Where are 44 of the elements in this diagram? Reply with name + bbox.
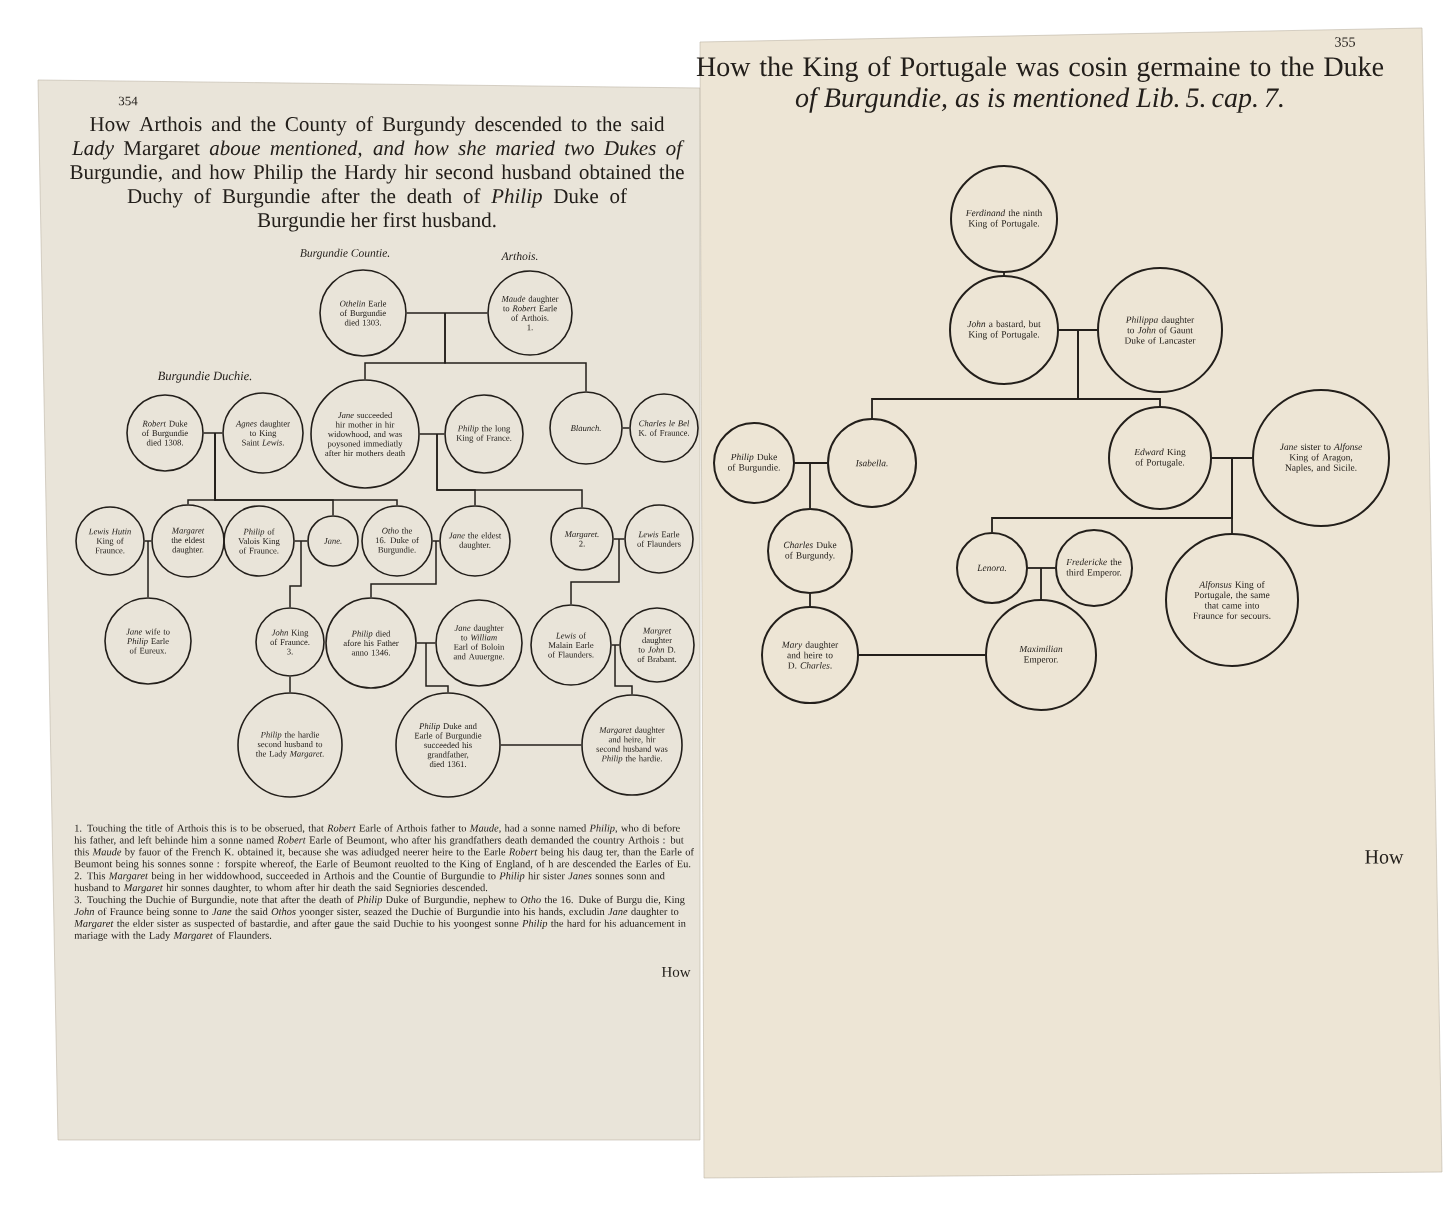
connector-line (416, 642, 436, 644)
connector-line (406, 312, 488, 314)
connector-line (432, 540, 440, 542)
connector-line (809, 593, 811, 607)
connector-line (794, 462, 828, 464)
connector-line (294, 540, 308, 542)
connector-line (1231, 457, 1233, 534)
footnote: 1. Touching the title of Arthois this is to be obserued, that Robert Earle of Arthois father to Maude, had a sonne named Philip, who di before his father, and left behinde him a sonne named Robert Earle of Beumont, who after his grandfathers death demanded the country Arthois : but this Maude by fauor of the French K. obtained it, because she was adiudged neerer heire to the Earle Robert being his daug ter, than the Earle of Beumont being his sonnes sonne : forspite whereof, the Earle of Beumont reuolted to the King of England, of h are descended the Earles of Eu. (74, 824, 694, 870)
page-number: 354 (118, 96, 138, 106)
connector-line (425, 642, 449, 693)
connector-line (1058, 329, 1098, 331)
catchword: How (661, 967, 691, 977)
connector-line (1003, 272, 1005, 276)
connector-line (144, 540, 152, 542)
page-heading: How the King of Portugale was cosin germaine to the Duke of Burgundie, as is mentioned Lib. 5. cap. 7. (696, 56, 1384, 113)
connector-line (203, 432, 223, 434)
section-label: Burgundie Countie. (299, 248, 390, 260)
connector-line (419, 433, 445, 435)
connector-line (500, 744, 582, 746)
connector-line (214, 432, 398, 506)
catchword: How (1365, 850, 1404, 864)
connector-line (570, 538, 620, 605)
connector-line (289, 540, 302, 608)
footnote: 2. This Margaret being in her widdowhood, succeeded in Arthois and the Countie of Burgundie to Philip hir sister Janes sonnes sonn and husband to Margaret hir sonnes daughter, to whom after hir death the said Segniories descended. (74, 871, 665, 894)
connector-line (1077, 329, 1161, 407)
page-heading: How Arthois and the County of Burgundy descended to the said Lady Margaret aboue mentioned, and how she maried two Dukes of Burgundie, and how Philip the Hardy hir second husband obtained the Duchy of Burgundie after the death of Philip Duke of Burgundie her first husband. (70, 116, 685, 232)
connector-line (1040, 567, 1042, 600)
connector-line (622, 427, 630, 429)
connector-line (444, 312, 587, 392)
connector-line (370, 540, 437, 598)
connector-line (614, 644, 633, 695)
footnote: 3. Touching the Duchie of Burgundie, note that after the death of Philip Duke of Burgundie, nephew to Otho the 16. Duke of Burgu die, King John of Fraunce being sonne to Jane the said Othos yoonger sister, seazed the Duchie of Burgundie into his hands, excludin Jane daughter to Margaret the elder sister as suspected of bastardie, and after gaue the said Duchie to his yoongest sonne Philip the hard for his aduancement in mariage with the Lady Margaret of Flaunders. (74, 895, 686, 941)
connector-line (611, 644, 620, 646)
connector-line (613, 538, 625, 540)
connector-line (1211, 457, 1253, 459)
connector-line (289, 676, 291, 693)
connector-line (809, 462, 811, 509)
connector-line (1027, 567, 1056, 569)
connector-line (858, 654, 986, 656)
page-number: 355 (1335, 37, 1355, 47)
connector-line (436, 433, 583, 508)
section-label: Arthois. (501, 251, 538, 261)
connector-line (147, 540, 149, 598)
section-label: Burgundie Duchie. (157, 371, 252, 383)
